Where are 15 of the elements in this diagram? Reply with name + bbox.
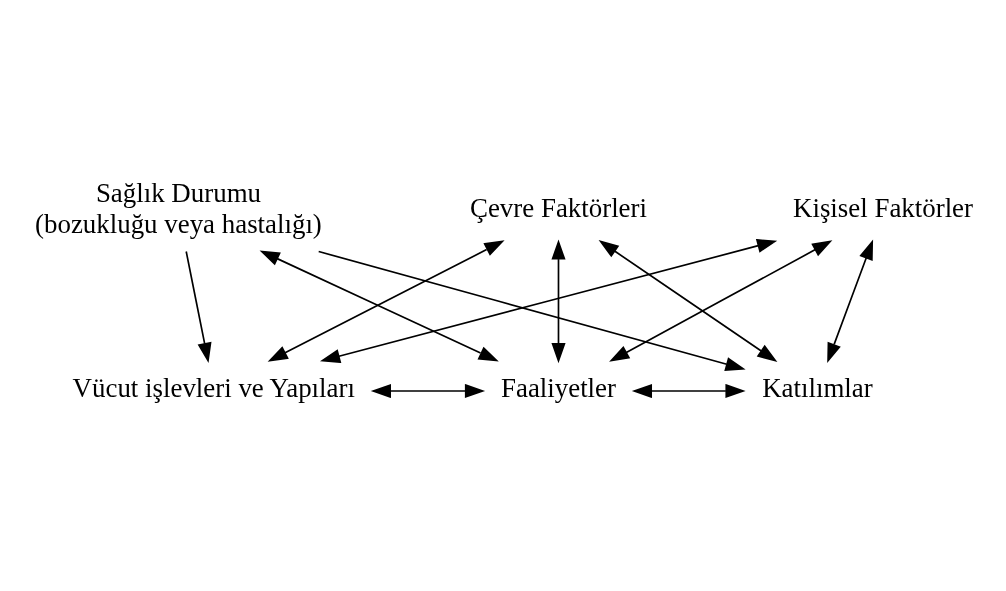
- arrow: [370, 383, 486, 398]
- node-text: Kişisel Faktörler: [793, 192, 974, 223]
- node-text: Sağlık Durumu (bozukluğu veya hastalığı): [35, 177, 322, 239]
- arrow: [609, 239, 833, 362]
- arrow: [551, 238, 566, 363]
- arrow: [320, 238, 778, 363]
- arrow: [598, 239, 778, 362]
- arrow: [631, 383, 746, 398]
- node-text: Vücut işlevleri ve Yapıları: [72, 372, 355, 403]
- node-text: Katılımlar: [762, 372, 873, 403]
- arrow: [827, 239, 874, 363]
- arrow: [317, 250, 746, 371]
- node-text: Çevre Faktörleri: [470, 192, 647, 223]
- arrow: [185, 250, 212, 363]
- node-text: Faaliyetler: [501, 372, 616, 403]
